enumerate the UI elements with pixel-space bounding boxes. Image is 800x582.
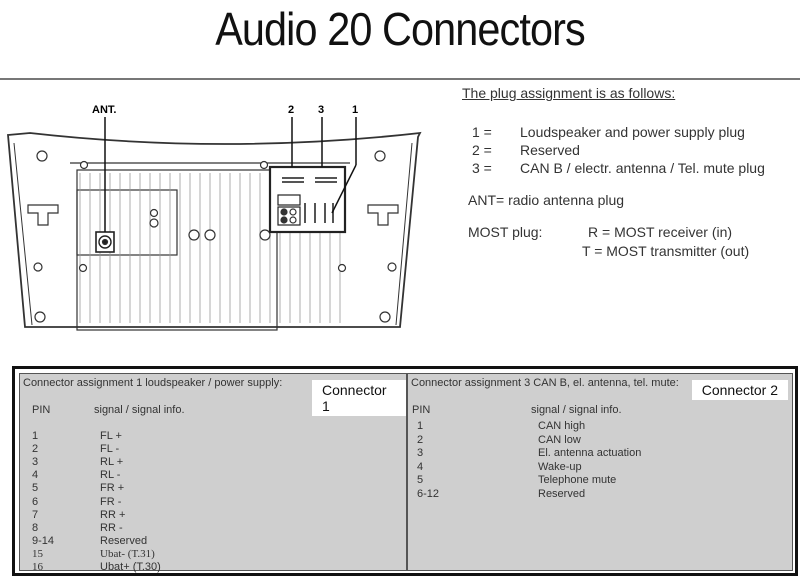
pin-number: 4 [32, 469, 39, 482]
pin-number: 6 [32, 495, 39, 508]
most-receiver: R = MOST receiver (in) [588, 224, 733, 240]
pin-signal: RR + [100, 508, 126, 521]
legend-value: CAN B / electr. antenna / Tel. mute plug [520, 160, 765, 176]
legend-key: 1 = [472, 124, 492, 140]
page-title: Audio 20 Connectors [215, 3, 585, 55]
legend-header: The plug assignment is as follows: [462, 85, 676, 101]
pin-signal: Telephone mute [538, 474, 617, 486]
plug-legend: The plug assignment is as follows: 1 = L… [462, 85, 798, 262]
most-label: MOST plug: [468, 224, 543, 240]
legend-value: Loudspeaker and power supply plug [520, 124, 745, 140]
legend-row: 3 = CAN B / electr. antenna / Tel. mute … [462, 159, 798, 177]
divider [0, 78, 800, 80]
pin-number: 3 [417, 447, 424, 459]
pin-number: 8 [32, 521, 39, 534]
pin-signal: Reserved [538, 487, 586, 500]
connector-1-caption: Connector assignment 1 loudspeaker / pow… [23, 377, 283, 389]
legend-row: 1 = Loudspeaker and power supply plug [462, 123, 798, 141]
pin-signal: FR - [100, 495, 122, 508]
plug-1-label: 1 [352, 104, 358, 116]
pin-signal: Ubat+ (T.30) [100, 561, 161, 573]
pin-signal: Ubat- (T.31) [100, 547, 155, 560]
connector-2-label: Connector 2 [691, 380, 788, 400]
connector-block [268, 165, 347, 234]
ant-label: ANT. [92, 104, 116, 116]
legend-most: MOST plug: R = MOST receiver (in) T = MO… [462, 224, 798, 262]
legend-ant: ANT= radio antenna plug [468, 192, 625, 208]
plug-2-label: 2 [288, 104, 294, 116]
pin-signal: Reserved [100, 534, 148, 547]
radio-rear-diagram: ANT. 2 3 1 [7, 104, 422, 331]
connector-2-caption: Connector assignment 3 CAN B, el. antenn… [411, 377, 679, 389]
pin-number: 15 [32, 547, 43, 560]
connector-tables: Connector assignment 1 loudspeaker / pow… [12, 366, 798, 576]
connector-1-table: Connector assignment 1 loudspeaker / pow… [19, 373, 407, 573]
pin-signal: FL + [100, 430, 122, 442]
pin-number: 9-14 [32, 534, 55, 547]
pin-number: 6-12 [417, 487, 440, 500]
pin-signal: RL + [100, 456, 124, 469]
pin-number: 7 [32, 508, 39, 521]
legend-value: Reserved [520, 142, 580, 158]
pin-signal: FR + [100, 482, 125, 495]
pin-number: 1 [32, 430, 39, 442]
legend-key: 3 = [472, 160, 492, 176]
pin-number: 5 [417, 474, 424, 486]
pin-number: 1 [417, 420, 424, 432]
plug-3-label: 3 [318, 104, 324, 116]
pin-signal: Wake-up [538, 460, 582, 473]
pin-header: PIN [32, 404, 51, 416]
pin-signal: El. antenna actuation [538, 447, 642, 459]
pin-number: 5 [32, 482, 39, 495]
pin-header: PIN [412, 404, 431, 416]
legend-row: 2 = Reserved [462, 141, 798, 159]
pin-number: 2 [417, 433, 424, 446]
pin-number: 2 [32, 443, 39, 456]
pin-signal: FL - [100, 443, 120, 456]
pin-signal: RR - [100, 521, 123, 534]
housing-outline [7, 131, 422, 328]
pin-signal: CAN low [538, 433, 581, 446]
pin-signal: RL - [100, 469, 121, 482]
connector-1-label: Connector 1 [312, 380, 406, 416]
signal-header: signal / signal info. [94, 404, 185, 416]
pin-number: 16 [32, 561, 43, 573]
pin-number: 3 [32, 456, 39, 469]
most-transmitter: T = MOST transmitter (out) [582, 243, 750, 259]
pin-number: 4 [417, 460, 424, 473]
signal-header: signal / signal info. [531, 404, 622, 416]
connector-2-table: Connector assignment 3 CAN B, el. antenn… [407, 373, 793, 571]
legend-key: 2 = [472, 142, 492, 158]
antenna-socket [95, 231, 115, 253]
pin-signal: CAN high [538, 420, 586, 432]
